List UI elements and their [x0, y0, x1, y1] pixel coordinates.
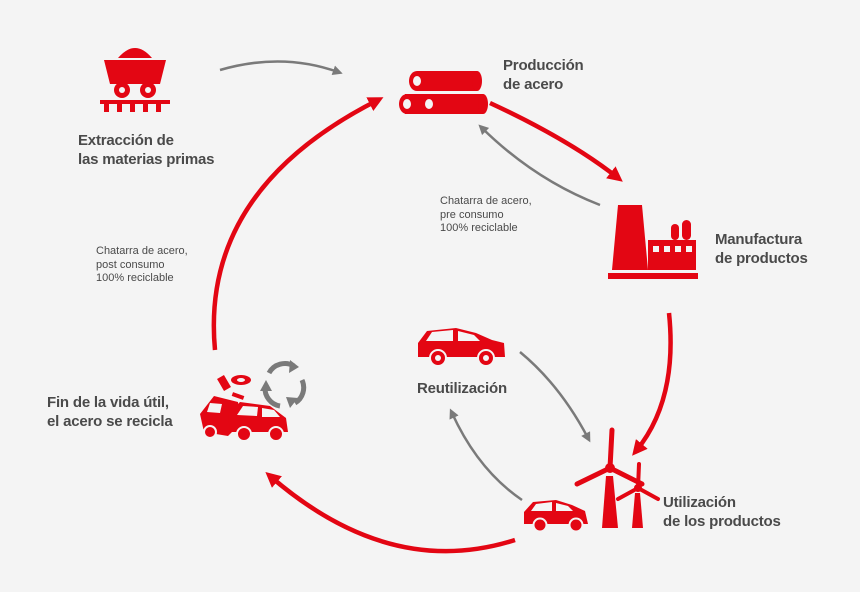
arrow-extraction-to-production [219, 60, 343, 76]
label-extraction-line2: las materias primas [78, 151, 215, 168]
label-manufacturing-line2: de productos [715, 250, 808, 267]
arrow-end-of-life-to-production [211, 97, 384, 351]
label-reuse: Reutilización [417, 379, 507, 398]
label-extraction-line1: Extracción de [78, 132, 174, 149]
label-steel-production: Producción de acero [503, 56, 584, 94]
label-reuse-line1: Reutilización [417, 380, 507, 397]
steel-pipes-icon [399, 71, 488, 114]
note-post-consumer-line2: post consumo [96, 258, 165, 271]
note-post-consumer-line3: 100% reciclable [96, 272, 174, 284]
arrow-use-to-reuse [449, 408, 523, 502]
small-car-icon [524, 500, 588, 533]
label-manufacturing: Manufactura de productos [715, 230, 808, 268]
arrow-use-to-end-of-life [265, 471, 516, 554]
label-steel-production-line1: Producción [503, 57, 584, 74]
mine-cart-icon [100, 48, 170, 112]
arrow-reuse-to-use [519, 351, 591, 443]
factory-icon [608, 205, 698, 279]
scrap-cars-icon [200, 374, 288, 442]
label-end-of-life: Fin de la vida útil, el acero se recicla [47, 393, 173, 431]
car-icon [418, 328, 505, 367]
note-post-consumer-line1: Chatarra de acero, [96, 245, 188, 257]
label-manufacturing-line1: Manufactura [715, 231, 802, 248]
label-use-line2: de los productos [663, 513, 781, 530]
note-pre-consumer-line2: pre consumo [440, 208, 504, 221]
note-pre-consumer-scrap: Chatarra de acero, pre consumo 100% reci… [440, 195, 532, 236]
note-post-consumer-scrap: Chatarra de acero, post consumo 100% rec… [96, 245, 188, 286]
label-extraction: Extracción de las materias primas [78, 131, 214, 169]
label-end-of-life-line1: Fin de la vida útil, [47, 394, 169, 411]
label-use: Utilización de los productos [663, 493, 781, 531]
arrow-production-to-manufacturing [489, 100, 623, 182]
label-steel-production-line2: de acero [503, 76, 564, 93]
note-pre-consumer-line1: Chatarra de acero, [440, 195, 532, 207]
wind-turbine-icon [574, 427, 660, 528]
note-pre-consumer-line3: 100% reciclable [440, 222, 518, 234]
label-use-line1: Utilización [663, 494, 736, 511]
arrow-manufacturing-to-production [478, 124, 601, 207]
recycle-icon [260, 360, 307, 409]
label-end-of-life-line2: el acero se recicla [47, 413, 173, 430]
arrow-manufacturing-to-use [632, 312, 673, 456]
